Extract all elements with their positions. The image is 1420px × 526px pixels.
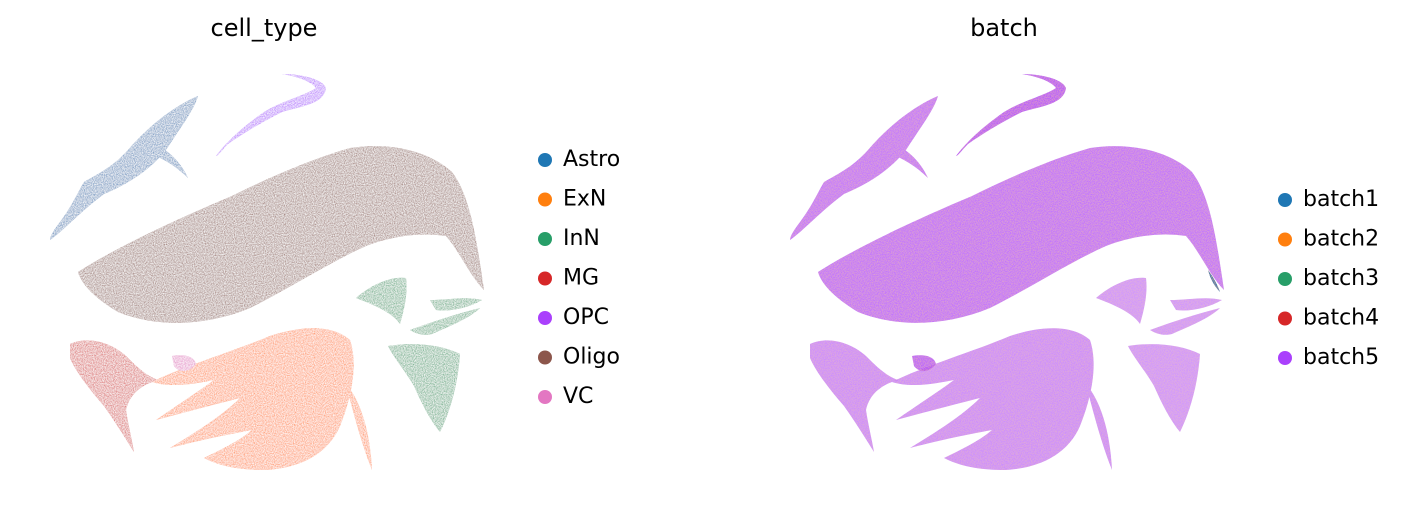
- batch-legend-marker-batch3: [1278, 272, 1292, 286]
- batch-legend-label-batch5: batch5: [1303, 345, 1379, 370]
- batch-cluster-upper: [790, 96, 938, 240]
- batch-legend: batch1 batch2 batch3 batch4 batch5: [1278, 187, 1379, 370]
- cluster-opc: [216, 74, 326, 156]
- batch-cluster-arc: [956, 74, 1066, 156]
- batch-legend-marker-batch4: [1278, 311, 1292, 326]
- batch-legend-label-batch3: batch3: [1303, 266, 1379, 291]
- cell-type-legend-label-exn: ExN: [563, 187, 606, 212]
- cluster-inn: [356, 277, 482, 432]
- batch1-tip: [1208, 270, 1220, 292]
- cell-type-legend-label-opc: OPC: [563, 305, 609, 330]
- cell-type-legend-marker-opc: [538, 311, 552, 325]
- batch-cluster-left: [810, 340, 898, 452]
- cell-type-legend-marker-vc: [538, 390, 552, 404]
- batch-legend-marker-batch2: [1278, 232, 1292, 247]
- cell-type-title: cell_type: [211, 14, 318, 42]
- cell-type-legend-marker-inn: [538, 232, 552, 246]
- cell-type-legend-label-oligo: Oligo: [563, 345, 620, 370]
- cluster-mg: [70, 340, 158, 452]
- cell-type-legend-label-vc: VC: [563, 384, 593, 409]
- cell-type-legend-marker-oligo: [538, 350, 552, 365]
- batch-title: batch: [970, 14, 1038, 42]
- cluster-exn: [152, 328, 372, 470]
- batch-legend-marker-batch5: [1278, 351, 1292, 365]
- cell-type-legend-label-inn: InN: [563, 226, 600, 251]
- cell-type-legend-marker-astro: [538, 153, 552, 167]
- cell-type-legend-marker-exn: [538, 192, 552, 207]
- cell-type-legend-marker-mg: [538, 271, 552, 286]
- cell-type-legend-label-mg: MG: [563, 266, 599, 291]
- cell-type-scatter: [50, 74, 484, 470]
- batch-legend-label-batch4: batch4: [1303, 306, 1379, 331]
- batch-scatter: [790, 74, 1224, 470]
- batch-panel: batch batch1 batch2 batch3 batch4 batch5: [790, 14, 1379, 470]
- batch-cluster-lower: [892, 328, 1112, 470]
- batch-legend-marker-batch1: [1278, 193, 1292, 207]
- batch-legend-label-batch1: batch1: [1303, 187, 1379, 212]
- cluster-astro: [50, 96, 198, 240]
- cell-type-legend-label-astro: Astro: [563, 147, 620, 172]
- batch-legend-label-batch2: batch2: [1303, 227, 1379, 252]
- batch-cluster-right: [1096, 277, 1222, 432]
